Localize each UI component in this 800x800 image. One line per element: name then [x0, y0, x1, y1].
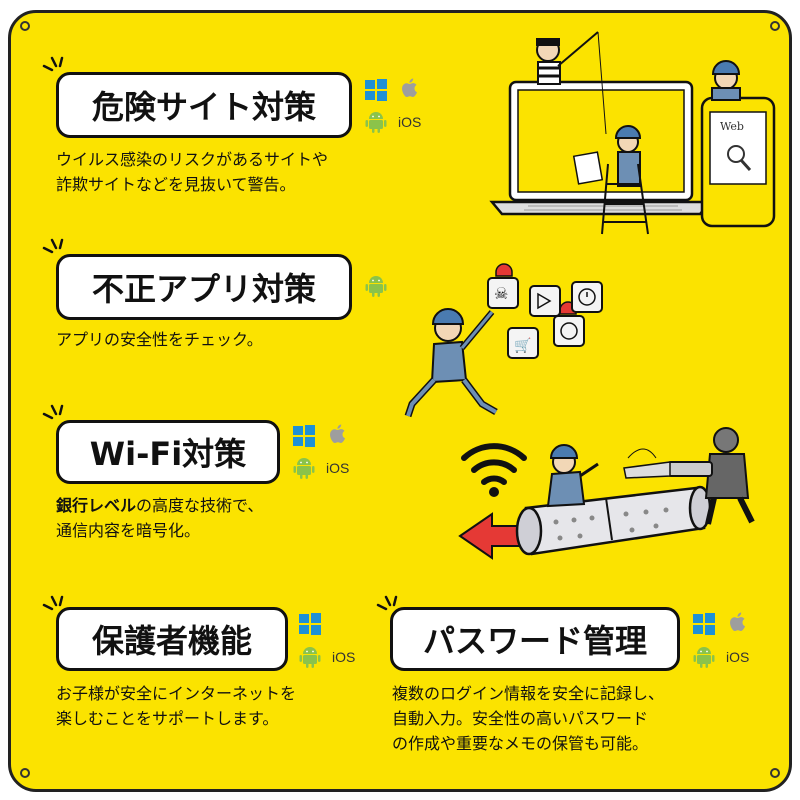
windows-icon: [293, 425, 315, 447]
screw-bottom-right: [770, 768, 780, 778]
laptop-phone-illustration: Web: [489, 31, 776, 235]
ios-label: iOS: [726, 649, 750, 665]
feature-title-wifi: Wi-Fi対策: [56, 420, 280, 484]
app-check-illustration: ☠ 🛒: [404, 263, 603, 418]
apple-icon: [730, 612, 745, 631]
feature-desc-bad-apps: アプリの安全性をチェック。: [56, 330, 263, 349]
windows-icon: [693, 613, 715, 635]
spark-icon: [42, 595, 64, 611]
ios-label: iOS: [398, 114, 422, 130]
feature-desc-danger-sites: ウイルス感染のリスクがあるサイトや 詐欺サイトなどを見抜いて警告。: [56, 150, 329, 194]
feature-title-password: パスワード管理: [390, 607, 680, 671]
desc-highlight: 銀行レベル: [56, 496, 137, 515]
web-label: Web: [720, 120, 744, 133]
feature-desc-wifi: 銀行レベルの高度な技術で、 通信内容を暗号化。: [56, 496, 264, 540]
feature-desc-password: 複数のログイン情報を安全に記録し、 自動入力。安全性の高いパスワード の作成や重…: [392, 684, 665, 753]
android-icon: [365, 276, 387, 297]
screw-top-left: [20, 21, 30, 31]
apple-icon: [330, 424, 345, 443]
ios-label: iOS: [332, 649, 356, 665]
svg-text:☠: ☠: [494, 284, 508, 303]
wifi-encryption-illustration: [458, 427, 755, 560]
svg-text:🛒: 🛒: [514, 337, 531, 354]
ios-label: iOS: [326, 460, 350, 476]
spark-icon: [42, 404, 64, 420]
screw-top-right: [770, 21, 780, 31]
spark-icon: [376, 595, 398, 611]
spark-icon: [42, 56, 64, 72]
windows-icon: [365, 79, 387, 101]
desc-text: の高度な技術で、: [136, 496, 264, 515]
feature-desc-parental: お子様が安全にインターネットを 楽しむことをサポートします。: [56, 684, 297, 728]
feature-title-parental: 保護者機能: [56, 607, 288, 671]
screw-bottom-left: [20, 768, 30, 778]
android-icon: [293, 458, 315, 479]
android-icon: [299, 647, 321, 668]
android-icon: [693, 647, 715, 668]
windows-icon: [299, 613, 321, 635]
spark-icon: [42, 238, 64, 254]
android-icon: [365, 112, 387, 133]
feature-title-bad-apps: 不正アプリ対策: [56, 254, 352, 320]
feature-title-danger-sites: 危険サイト対策: [56, 72, 352, 138]
apple-icon: [402, 78, 417, 97]
